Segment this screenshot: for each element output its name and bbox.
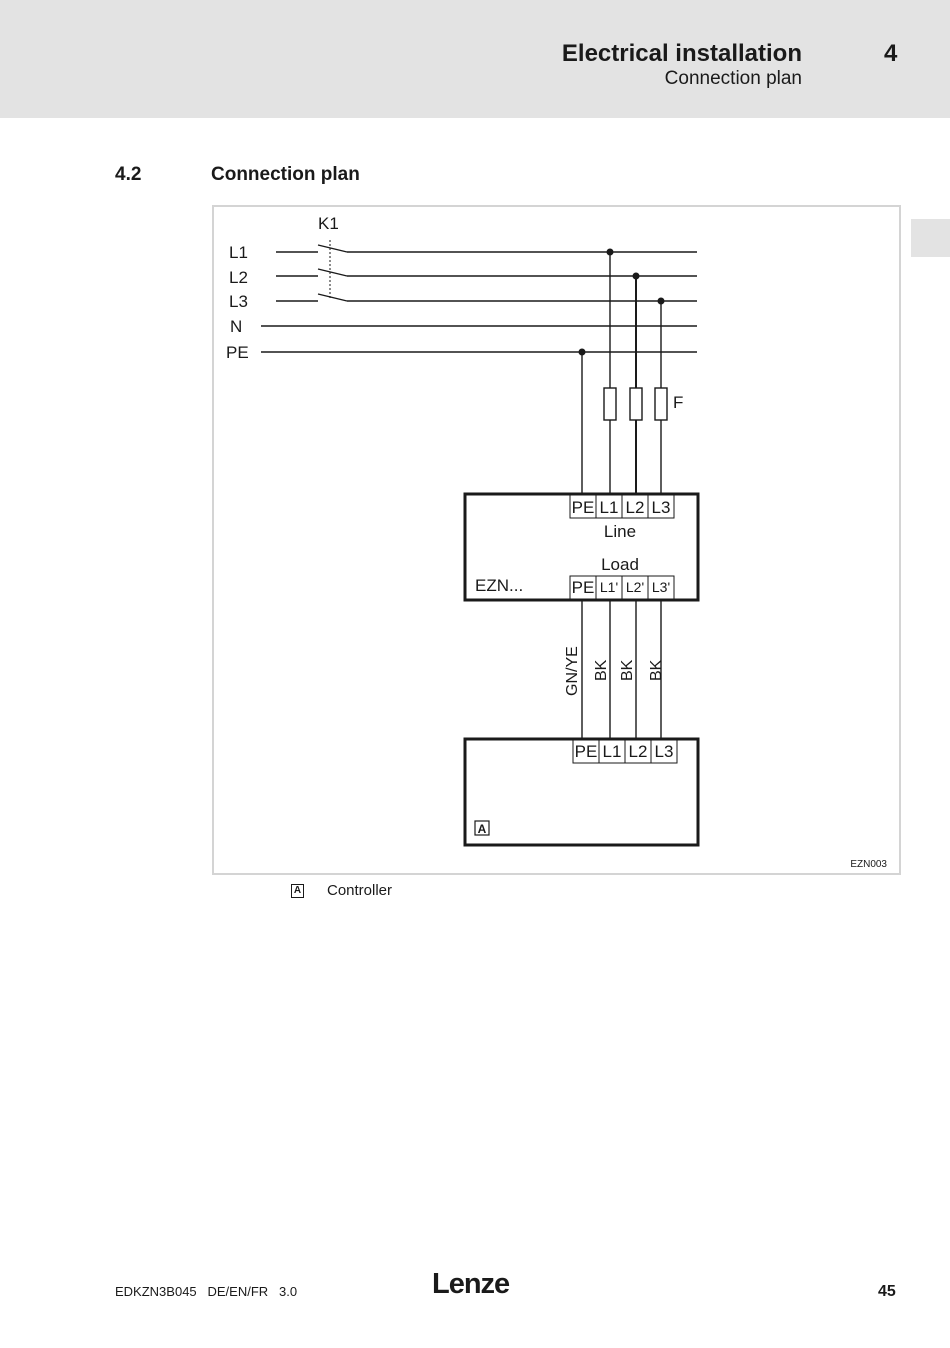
- fuse-l2: [629, 387, 643, 421]
- fuse-l1: [603, 387, 617, 421]
- junction-l3: [657, 297, 665, 305]
- chapter-side-tab: [911, 219, 950, 257]
- section-number: 4.2: [115, 164, 142, 185]
- terminal-ctrl-pe: PE: [575, 742, 598, 761]
- figure-id: EZN003: [850, 859, 887, 870]
- wire-color-l2: BK: [619, 659, 636, 681]
- line-label-n: N: [230, 317, 242, 336]
- controller-marker: A: [478, 822, 487, 836]
- terminal-cell-ctrl-l3: [650, 738, 678, 764]
- terminal-load-l2: L2': [626, 579, 644, 595]
- wire-color-pe: GN/YE: [564, 646, 581, 696]
- line-label-l2: L2: [229, 268, 248, 287]
- terminal-line-pe: PE: [572, 498, 595, 517]
- page-header-subtitle: Connection plan: [664, 68, 802, 89]
- junction-l2: [632, 272, 640, 280]
- fuse-l3: [654, 387, 668, 421]
- device-name: EZN...: [475, 576, 523, 595]
- contact-k1-l3: [317, 293, 348, 302]
- wire-color-l1: BK: [593, 659, 610, 681]
- terminal-line-l2: L2: [626, 498, 645, 517]
- lenze-logo: Lenze: [432, 1268, 510, 1300]
- terminal-cell-line-l3: [647, 493, 675, 519]
- footer-doc-id: EDKZN3B045 DE/EN/FR 3.0: [115, 1284, 298, 1299]
- terminal-line-l1: L1: [600, 498, 619, 517]
- wire-color-l3: BK: [648, 659, 665, 681]
- terminal-ctrl-l3: L3: [655, 742, 674, 761]
- chapter-number: 4: [884, 40, 898, 67]
- device-line-label: Line: [604, 522, 636, 541]
- junction-pe: [578, 348, 586, 356]
- contact-k1-l1: [317, 244, 348, 253]
- junction-l1: [606, 248, 614, 256]
- page-header-title: Electrical installation: [561, 40, 802, 67]
- terminal-load-pe: PE: [572, 578, 595, 597]
- fuse-label: F: [673, 393, 683, 412]
- terminal-load-l3: L3': [652, 579, 670, 595]
- line-label-l1: L1: [229, 243, 248, 262]
- page-number: 45: [878, 1283, 896, 1300]
- line-label-l3: L3: [229, 292, 248, 311]
- terminal-ctrl-l2: L2: [629, 742, 648, 761]
- line-label-pe: PE: [226, 343, 249, 362]
- contact-k1-l2: [317, 268, 348, 277]
- legend-marker: A: [291, 884, 304, 898]
- section-title: Connection plan: [211, 164, 360, 185]
- controller-marker-box: [474, 820, 490, 836]
- terminal-load-l1: L1': [600, 579, 618, 595]
- header-band: [0, 0, 950, 118]
- terminal-line-l3: L3: [652, 498, 671, 517]
- legend-text: Controller: [327, 882, 393, 899]
- figure-frame: [212, 205, 901, 875]
- contactor-label: K1: [318, 214, 339, 233]
- device-load-label: Load: [601, 555, 639, 574]
- terminal-ctrl-l1: L1: [603, 742, 622, 761]
